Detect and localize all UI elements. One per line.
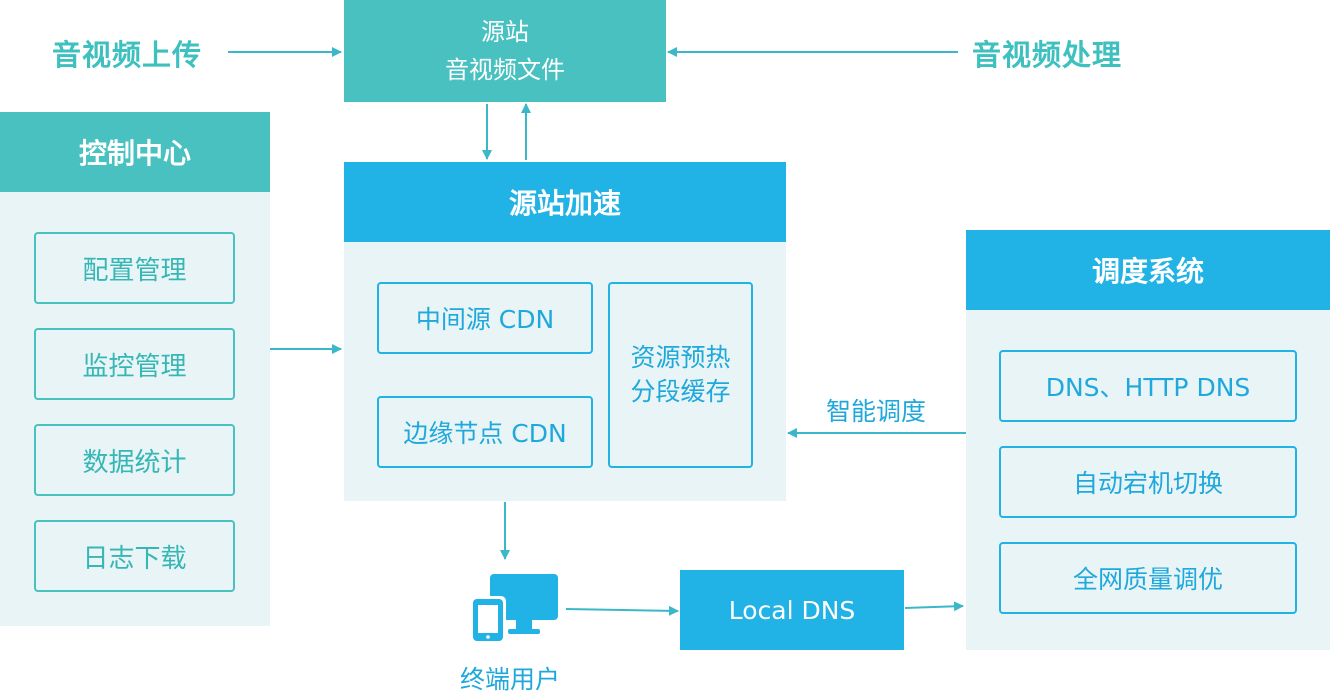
log-download-item: 日志下载: [34, 520, 235, 592]
processing-label: 音视频处理: [972, 38, 1123, 72]
origin-acceleration-title: 源站加速: [344, 162, 786, 242]
scheduling-title: 调度系统: [966, 230, 1330, 310]
data-statistics-item: 数据统计: [34, 424, 235, 496]
local-dns-box: Local DNS: [680, 570, 904, 650]
auto-failover-item: 自动宕机切换: [999, 446, 1297, 518]
control-center-title: 控制中心: [0, 112, 270, 192]
end-user-label: 终端用户: [460, 665, 561, 694]
edge-node-cdn-box: 边缘节点 CDN: [377, 396, 593, 468]
segment-cache-line: 分段缓存: [630, 377, 731, 406]
smart-scheduling-label: 智能调度: [826, 397, 927, 426]
devices-icon: [470, 572, 562, 644]
dns-http-dns-item: DNS、HTTP DNS: [999, 350, 1297, 422]
origin-subtitle: 音视频文件: [445, 56, 565, 84]
prewarm-cache-box: 资源预热 分段缓存: [608, 282, 753, 468]
quality-tuning-item: 全网质量调优: [999, 542, 1297, 614]
arrow-user-to-localdns: [565, 605, 679, 616]
control-center-panel: [0, 112, 270, 626]
prewarm-line: 资源预热: [630, 343, 731, 372]
arrow-localdns-to-scheduling: [904, 601, 964, 612]
origin-server-box: 源站 音视频文件: [344, 0, 666, 102]
config-management-item: 配置管理: [34, 232, 235, 304]
origin-title: 源站: [481, 18, 529, 46]
monitor-management-item: 监控管理: [34, 328, 235, 400]
mid-origin-cdn-box: 中间源 CDN: [377, 282, 593, 354]
upload-label: 音视频上传: [52, 38, 203, 72]
